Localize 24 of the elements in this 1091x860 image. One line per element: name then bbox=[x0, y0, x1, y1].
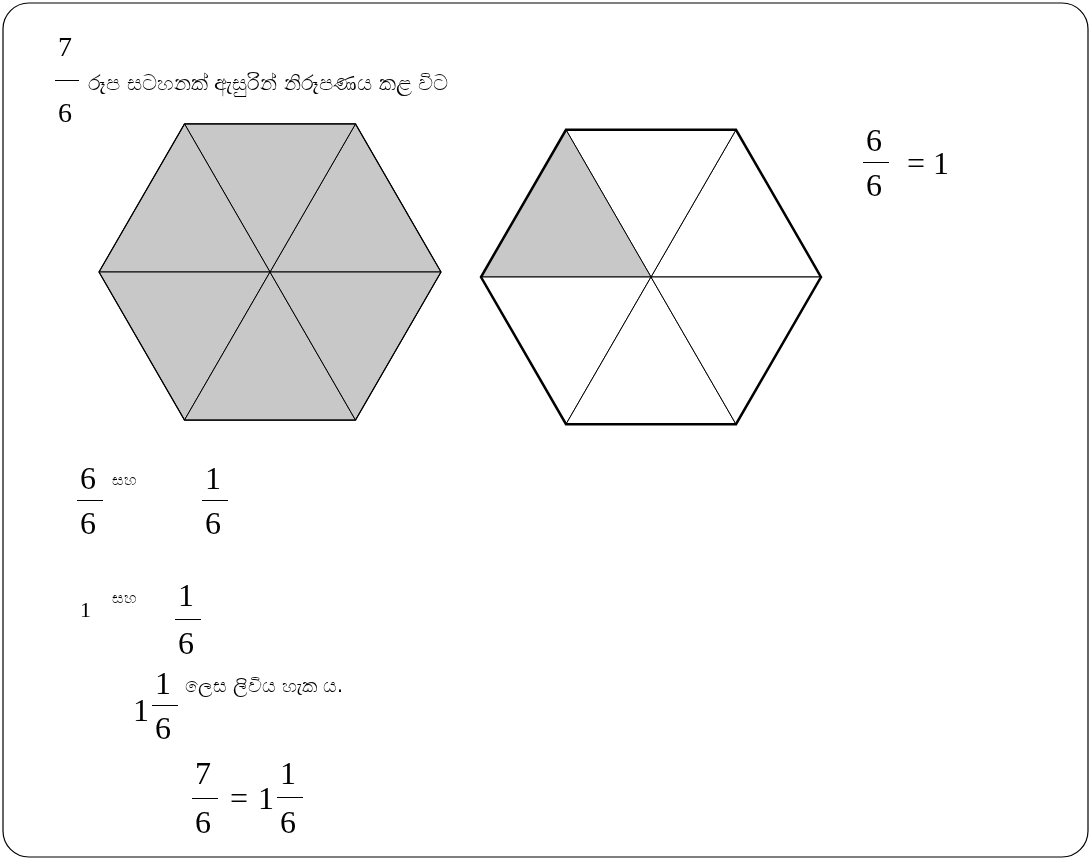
word-text: සහ bbox=[112, 472, 137, 488]
sentence-text: ලෙස ලිවිය හැක ය. bbox=[185, 675, 344, 695]
numerator: 7 bbox=[195, 757, 211, 789]
denominator: 6 bbox=[205, 507, 221, 539]
numerator: 1 bbox=[178, 579, 194, 611]
number-text: 1 bbox=[258, 782, 274, 814]
denominator: 6 bbox=[195, 806, 211, 838]
word-text: සහ bbox=[112, 590, 137, 606]
numerator: 7 bbox=[58, 33, 72, 61]
denominator: 6 bbox=[80, 507, 96, 539]
denominator: 6 bbox=[155, 712, 171, 744]
numerator: 1 bbox=[280, 757, 296, 789]
denominator: 6 bbox=[280, 806, 296, 838]
numerator: 1 bbox=[205, 462, 221, 494]
numerator: 1 bbox=[155, 667, 171, 699]
denominator: 6 bbox=[178, 627, 194, 659]
number-text: 1 bbox=[80, 599, 91, 621]
numerator: 6 bbox=[80, 462, 96, 494]
numerator: 6 bbox=[866, 124, 882, 156]
denominator: 6 bbox=[58, 99, 72, 127]
number-text: 1 bbox=[133, 694, 149, 726]
equation-text: = 1 bbox=[907, 147, 950, 179]
equals-sign: = bbox=[230, 782, 249, 814]
denominator: 6 bbox=[866, 169, 882, 201]
